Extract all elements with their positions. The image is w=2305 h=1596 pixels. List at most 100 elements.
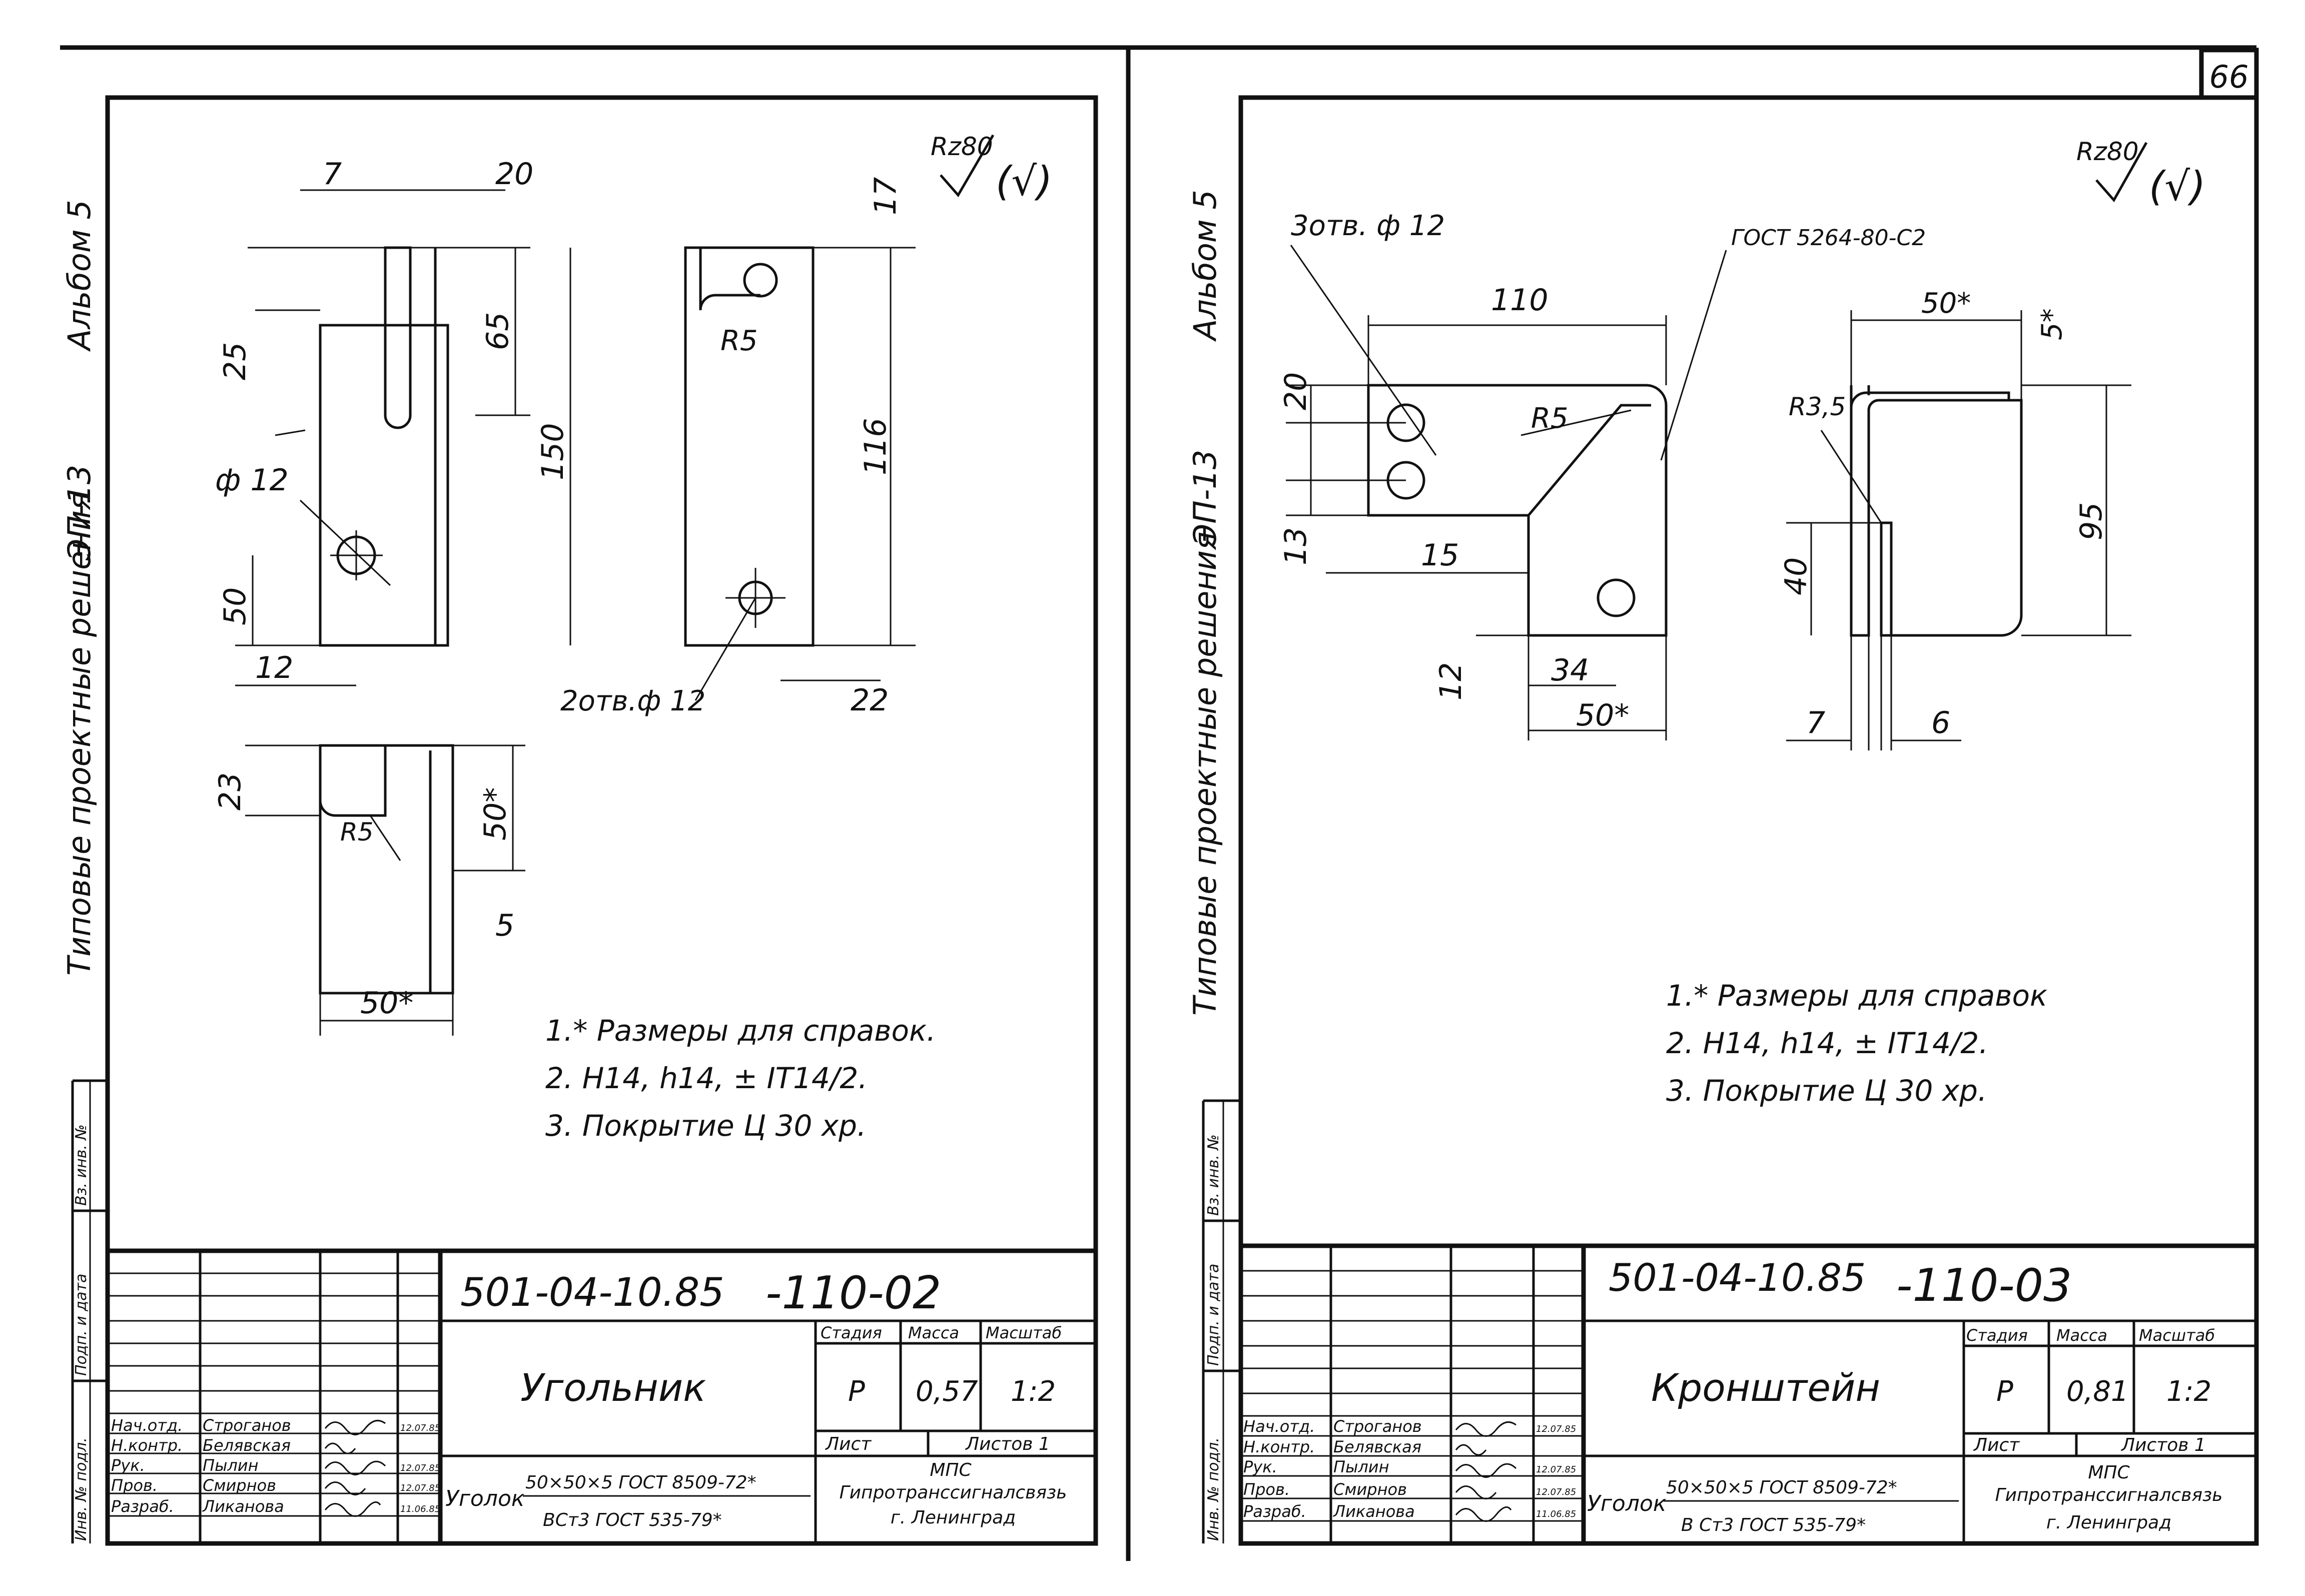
org-3: г. Ленинград [2046, 1512, 2171, 1533]
dim-r5-side: R5 [720, 325, 758, 357]
staff-role-1: Нач.отд. [1243, 1417, 1315, 1436]
doc-suffix: -110-02 [765, 1267, 941, 1319]
dim-15: 15 [1421, 538, 1459, 573]
view-front: 7 20 25 65 150 ф 12 50 12 [215, 157, 571, 686]
staff-role-4: Пров. [1243, 1480, 1290, 1499]
dim-6: 6 [1931, 705, 1950, 740]
staff-name-1: Строганов [203, 1416, 291, 1435]
staff-name-1: Строганов [1333, 1417, 1422, 1436]
dim-2holes: 2отв.ф 12 [560, 685, 705, 717]
signature-5 [324, 1501, 381, 1517]
staff-date-1: 12.07.85 [400, 1423, 440, 1433]
dim-3holes: 3отв. ф 12 [1291, 210, 1445, 242]
mass-value: 0,57 [916, 1375, 978, 1408]
sheet-left: Типовые проектные решения ЭП-13 Альбом 5… [61, 95, 1098, 1546]
dim-12: 12 [1433, 662, 1468, 700]
note-2: 2. H14, h14, ± IT14/2. [1666, 1026, 1988, 1060]
dim-20: 20 [1278, 372, 1313, 410]
staff-role-3: Рук. [1243, 1457, 1277, 1476]
signature-1 [324, 1419, 386, 1435]
dim-50-front: 50* [1576, 698, 1629, 733]
col-stage: Стадия [1966, 1326, 2028, 1345]
staff-role-1: Нач.отд. [111, 1416, 183, 1435]
col-stage: Стадия [821, 1323, 882, 1342]
title-block: 501-04-10.85 -110-03 Кронштейн Стадия Ма… [1241, 1243, 2256, 1543]
staff-date-5: 11.06.85 [1536, 1509, 1576, 1519]
dim-65: 65 [480, 312, 515, 350]
staff-date-1: 12.07.85 [1536, 1424, 1576, 1434]
finish-value: Rz80 [2076, 137, 2139, 166]
signature-2 [324, 1442, 356, 1454]
signature-2 [1455, 1444, 1487, 1456]
staff-name-5: Ликанова [1333, 1502, 1415, 1521]
page-number: 66 [2209, 59, 2249, 95]
staff-date-3: 12.07.85 [1536, 1464, 1576, 1475]
finish-value: Rz80 [931, 132, 993, 161]
scale-value: 1:2 [2166, 1375, 2211, 1408]
notes-block: 1.* Размеры для справок. 2. H14, h14, ± … [545, 1014, 936, 1143]
side-series-text: Типовые проектные решения [61, 492, 98, 976]
dim-22: 22 [851, 683, 889, 718]
dim-116: 116 [858, 418, 893, 475]
stamp-ref-label: Вз. инв. № [73, 1124, 90, 1206]
dim-r5: R5 [1531, 402, 1569, 435]
sheets-count: Листов 1 [965, 1434, 1050, 1454]
part-title: Кронштейн [1651, 1365, 1880, 1410]
stage-value: Р [848, 1375, 865, 1408]
dim-13: 13 [1278, 527, 1313, 565]
side-series-text: Типовые проектные решения [1187, 532, 1223, 1016]
staff-name-3: Пылин [1333, 1457, 1389, 1476]
staff-role-2: Н.контр. [111, 1436, 183, 1455]
dim-12: 12 [255, 650, 293, 685]
staff-role-5: Разраб. [111, 1497, 174, 1516]
stamp-inv-label: Инв. № подл. [1205, 1437, 1222, 1541]
doc-code: 501-04-10.85 [460, 1270, 724, 1315]
finish-rest: (√) [2149, 163, 2205, 210]
view-top: 23 R5 50* 5 50* [213, 744, 525, 1036]
mass-value: 0,81 [2066, 1375, 2129, 1408]
note-1: 1.* Размеры для справок. [545, 1014, 936, 1048]
scale-value: 1:2 [1011, 1375, 1056, 1408]
stage-value: Р [1996, 1375, 2013, 1408]
staff-name-4: Смирнов [203, 1476, 276, 1495]
part-title: Угольник [520, 1365, 706, 1410]
dim-50-side: 50* [1921, 287, 1971, 320]
staff-name-3: Пылин [203, 1456, 259, 1475]
org-2: Гипротранссигналсвязь [840, 1482, 1067, 1503]
org-1: МПС [930, 1460, 972, 1480]
staff-date-5: 11.06.85 [400, 1504, 440, 1514]
doc-suffix: -110-03 [1896, 1259, 2072, 1312]
sheets-count: Листов 1 [2120, 1435, 2206, 1455]
dim-7: 7 [1806, 705, 1825, 740]
staff-date-3: 12.07.85 [400, 1463, 440, 1473]
dim-r5-top: R5 [340, 818, 374, 847]
side-album-text: Альбом 5 [61, 200, 98, 352]
side-code-text: ЭП-13 [1187, 450, 1223, 546]
side-album-text: Альбом 5 [1187, 190, 1223, 342]
staff-name-5: Ликанова [202, 1497, 284, 1516]
col-scale: Масштаб [2139, 1326, 2215, 1345]
title-block: 501-04-10.85 -110-02 Угольник Стадия Мас… [108, 1248, 1096, 1543]
dim-5: 5 [495, 908, 514, 943]
signature-4 [1455, 1485, 1497, 1499]
signature-3 [324, 1460, 386, 1475]
dim-95: 95 [2074, 502, 2109, 540]
dim-5: 5* [2036, 308, 2068, 340]
dim-50-bottom: 50* [360, 986, 413, 1021]
view-side: 50* 5* R3,5 95 40 7 6 [1779, 287, 2131, 750]
staff-name-4: Смирнов [1333, 1480, 1407, 1499]
dim-23: 23 [213, 772, 248, 811]
sheet-frame [105, 95, 1098, 1546]
dim-50: 50 [218, 587, 253, 625]
dim-7: 7 [323, 157, 342, 192]
org-1: МПС [2088, 1462, 2130, 1483]
staff-role-2: Н.контр. [1243, 1437, 1315, 1456]
dim-r35: R3,5 [1789, 392, 1846, 421]
finish-rest: (√) [996, 158, 1052, 205]
note-3: 3. Покрытие Ц 30 хр. [545, 1109, 866, 1143]
dim-40: 40 [1779, 557, 1814, 595]
note-2: 2. H14, h14, ± IT14/2. [545, 1061, 868, 1095]
dim-17: 17 [868, 177, 903, 215]
staff-role-3: Рук. [111, 1456, 145, 1475]
